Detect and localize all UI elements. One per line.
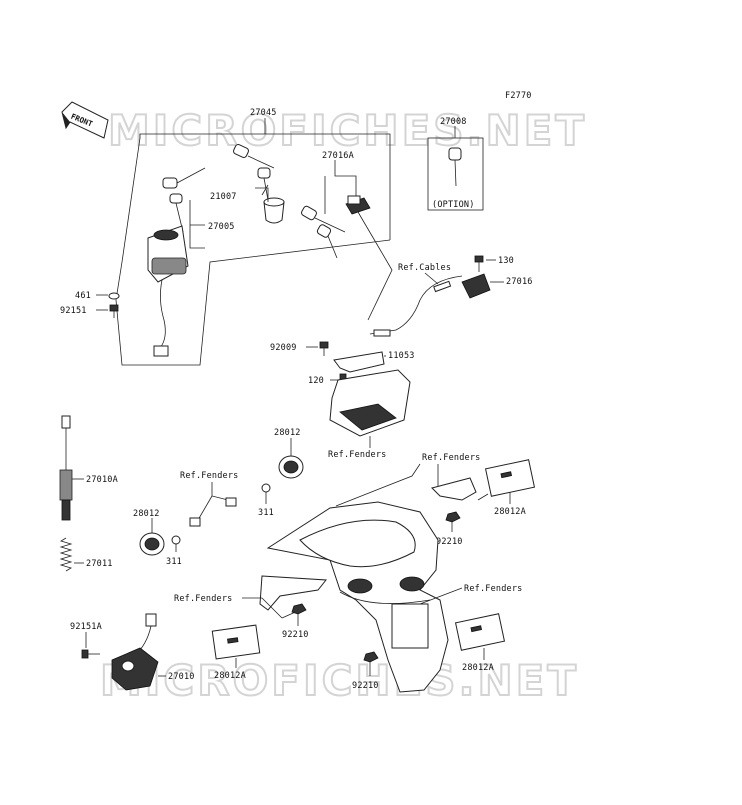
front-arrow-icon: FRONT: [61, 101, 109, 139]
label-ref-fenders-lower-left: Ref.Fenders: [174, 594, 233, 604]
seat-lock-catch-icon: [461, 273, 491, 299]
bolt-92151A-icon: [81, 649, 100, 659]
label-11053: 11053: [388, 351, 415, 361]
rear-fender-upper-icon: [329, 369, 411, 437]
label-27010: 27010: [168, 672, 195, 682]
label-21007: 21007: [210, 192, 237, 202]
side-reflector-28012A-right-icon: [484, 459, 536, 497]
bolt-92009-icon: [319, 341, 329, 356]
reflector-28012-top-icon: [278, 455, 304, 479]
spring-27011-icon: [59, 537, 73, 572]
watermark-top: MICROFICHES.NET: [108, 106, 587, 155]
key-pair-right-icon: [301, 205, 346, 259]
label-ref-cables: Ref.Cables: [398, 263, 451, 273]
nut-92210-right-icon: [445, 511, 461, 523]
rear-fender-main-icon: [266, 501, 449, 693]
watermark-bottom: MICROFICHES.NET: [100, 656, 579, 705]
figure-code: F2770: [505, 91, 532, 101]
label-311-b: 311: [166, 557, 182, 567]
label-28012A-left: 28012A: [214, 671, 246, 681]
label-28012-top: 28012: [274, 428, 301, 438]
label-27016: 27016: [506, 277, 533, 287]
bolt-92151-icon: [109, 304, 119, 318]
label-92151A: 92151A: [70, 622, 102, 632]
label-92009: 92009: [270, 343, 297, 353]
bracket-11053-icon: [333, 351, 385, 373]
key-pair-center-icon: [233, 143, 275, 201]
label-ref-fenders-right: Ref.Fenders: [422, 453, 481, 463]
stop-switch-27010-icon: [111, 613, 159, 691]
label-120: 120: [308, 376, 324, 386]
label-27010A: 27010A: [86, 475, 118, 485]
seat-lock-cable-icon: [369, 275, 463, 337]
key-pair-left-icon: [162, 167, 206, 233]
label-27008: 27008: [440, 117, 467, 127]
label-311-a: 311: [258, 508, 274, 518]
label-461: 461: [75, 291, 91, 301]
ignition-switch-icon: [147, 225, 189, 357]
option-key-box: (OPTION): [427, 126, 484, 211]
label-92210-bottom: 92210: [352, 681, 379, 691]
label-92210-right: 92210: [436, 537, 463, 547]
bolt-130-icon: [474, 255, 484, 272]
label-ref-fenders-top: Ref.Fenders: [328, 450, 387, 460]
key-set-bracket: [115, 118, 391, 366]
side-reflector-28012A-lower-icon: [454, 613, 506, 651]
label-ref-fenders-lower-right: Ref.Fenders: [464, 584, 523, 594]
washer-461-icon: [108, 292, 120, 300]
reflector-28012-left-icon: [139, 532, 165, 556]
label-27045: 27045: [250, 108, 277, 118]
label-28012A-lower: 28012A: [462, 663, 494, 673]
label-ref-fenders-left: Ref.Fenders: [180, 471, 239, 481]
option-label: (OPTION): [432, 200, 475, 210]
side-bracket-right-icon: [431, 477, 477, 501]
label-27005: 27005: [208, 222, 235, 232]
stop-switch-27010A-icon: [59, 415, 73, 521]
nut-92210-bottom-icon: [363, 651, 379, 663]
label-27016A: 27016A: [322, 151, 354, 161]
label-130: 130: [498, 256, 514, 266]
label-28012A-right: 28012A: [494, 507, 526, 517]
bolt-311-right-icon: [225, 483, 271, 507]
label-92151: 92151: [60, 306, 87, 316]
label-92210-mid: 92210: [282, 630, 309, 640]
side-bracket-left-icon: [259, 575, 327, 611]
seat-lock-icon: [345, 195, 371, 215]
side-reflector-28012A-left-icon: [211, 624, 261, 660]
nut-92210-mid-icon: [291, 603, 307, 615]
bolt-311-left-icon: [171, 517, 201, 545]
label-28012-left: 28012: [133, 509, 160, 519]
label-27011: 27011: [86, 559, 113, 569]
key-cylinder-cap-icon: [263, 197, 285, 224]
